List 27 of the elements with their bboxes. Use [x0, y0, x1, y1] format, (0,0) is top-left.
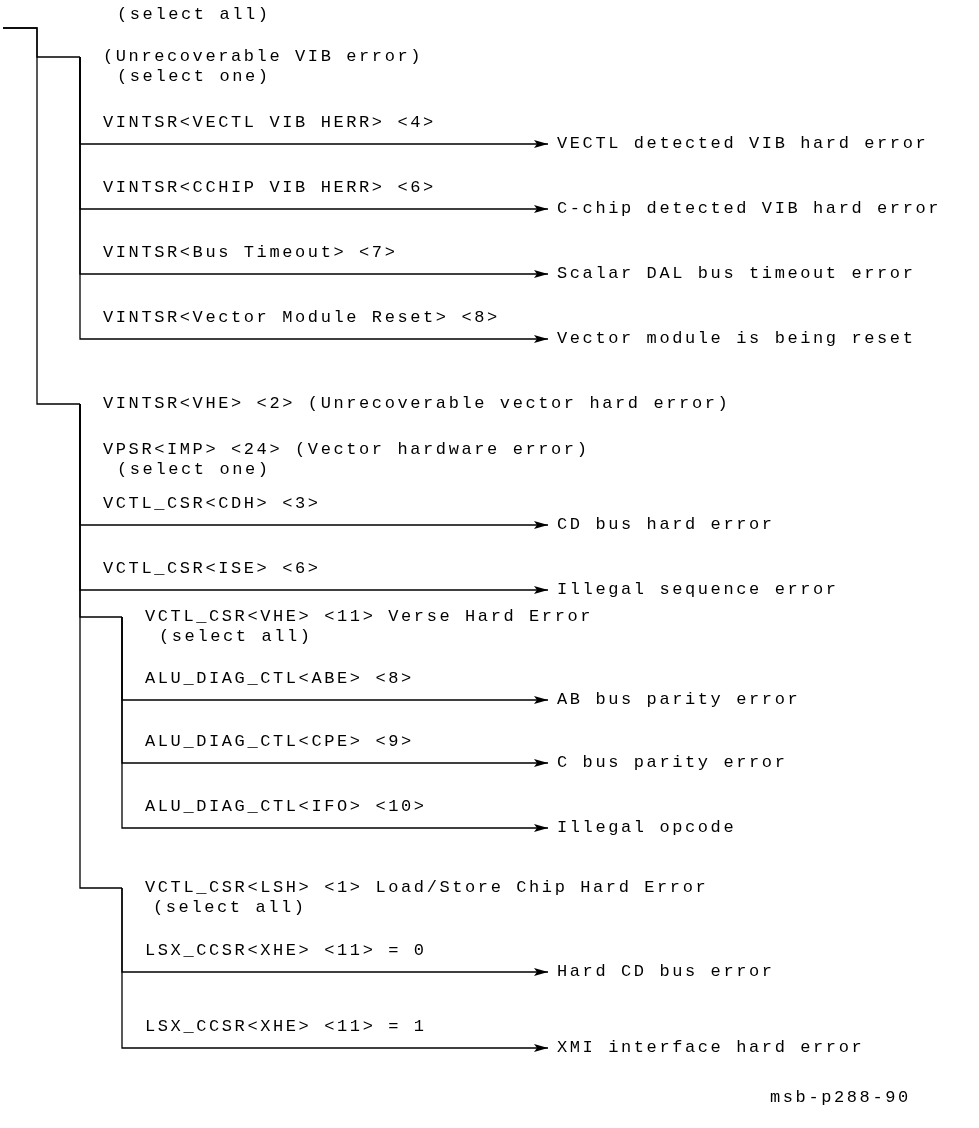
- group-note: (select all): [153, 898, 307, 918]
- group-note: (select all): [159, 627, 313, 647]
- arrow: [79, 56, 549, 343]
- figure-id: msb-p288-90: [770, 1088, 911, 1108]
- group-heading: VCTL_CSR<VHE> <11> Verse Hard Error: [145, 607, 594, 627]
- result-text: Illegal sequence error: [557, 580, 839, 600]
- arrow: [121, 887, 549, 1052]
- result-text: Vector module is being reset: [557, 329, 916, 349]
- result-text: Illegal opcode: [557, 818, 737, 838]
- group-heading: VCTL_CSR<LSH> <1> Load/Store Chip Hard Error: [145, 878, 709, 898]
- group-note: (select one): [117, 460, 271, 480]
- group-heading: (Unrecoverable VIB error): [103, 47, 424, 67]
- tree-note: (select all): [117, 5, 271, 25]
- group-note: (select one): [117, 67, 271, 87]
- result-text: CD bus hard error: [557, 515, 775, 535]
- result-text: XMI interface hard error: [557, 1038, 865, 1058]
- result-text: Scalar DAL bus timeout error: [557, 264, 916, 284]
- arrow: [121, 616, 549, 832]
- result-text: C-chip detected VIB hard error: [557, 199, 942, 219]
- result-text: Hard CD bus error: [557, 962, 775, 982]
- connector-line: [2, 27, 81, 405]
- result-text: VECTL detected VIB hard error: [557, 134, 929, 154]
- result-text: C bus parity error: [557, 753, 788, 773]
- result-text: AB bus parity error: [557, 690, 801, 710]
- group-note: VPSR<IMP> <24> (Vector hardware error): [103, 440, 590, 460]
- connector-line: [79, 403, 123, 889]
- group-heading: VINTSR<VHE> <2> (Unrecoverable vector hard error): [103, 394, 731, 414]
